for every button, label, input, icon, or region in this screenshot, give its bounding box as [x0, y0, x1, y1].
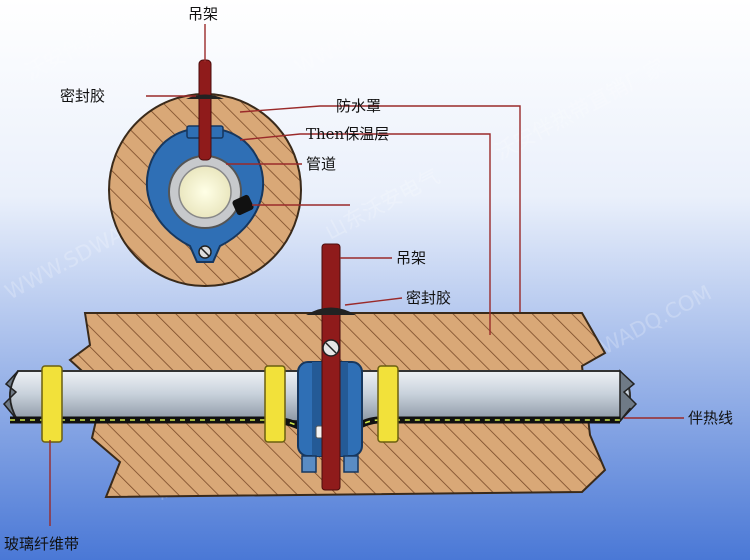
label-hanger-top: 吊架	[188, 5, 218, 23]
label-pipe: 管道	[306, 155, 336, 173]
fiberglass-tape-band	[41, 365, 63, 443]
clamp-screw-slot	[325, 342, 337, 354]
hanger-rod-mid	[321, 243, 341, 491]
label-heat-tracing-cable: 伴热线	[688, 409, 733, 427]
hanger-rod-top	[198, 59, 212, 161]
cable-section	[232, 194, 254, 216]
label-waterproof-cover: 防水罩	[336, 97, 381, 115]
fiberglass-tape-band	[377, 365, 399, 443]
labels: 吊架 密封胶 防水罩 Then保温层 管道 吊架 密封胶 伴热线 玻璃纤维带	[4, 5, 733, 553]
clamp-bolt-slot	[200, 247, 210, 257]
clamp-nut	[343, 455, 359, 473]
longitudinal-section	[2, 243, 638, 499]
leader-line	[239, 105, 521, 312]
clamp-nut	[301, 455, 317, 473]
leader-line	[239, 133, 491, 335]
leader-lines	[49, 24, 684, 526]
cross-section	[108, 59, 302, 287]
label-hanger-mid: 吊架	[396, 249, 426, 267]
label-fiberglass-tape: 玻璃纤维带	[4, 535, 79, 553]
fiberglass-tape-band	[264, 365, 286, 443]
pipe-end-right	[619, 369, 638, 424]
label-insulation: Then保温层	[306, 125, 389, 143]
label-sealant-top: 密封胶	[60, 87, 105, 105]
pipe-end-left	[2, 370, 19, 422]
label-sealant-mid: 密封胶	[406, 289, 451, 307]
leader-line	[344, 297, 403, 306]
pipe-bore	[178, 165, 232, 219]
sealant-mid	[306, 307, 356, 315]
